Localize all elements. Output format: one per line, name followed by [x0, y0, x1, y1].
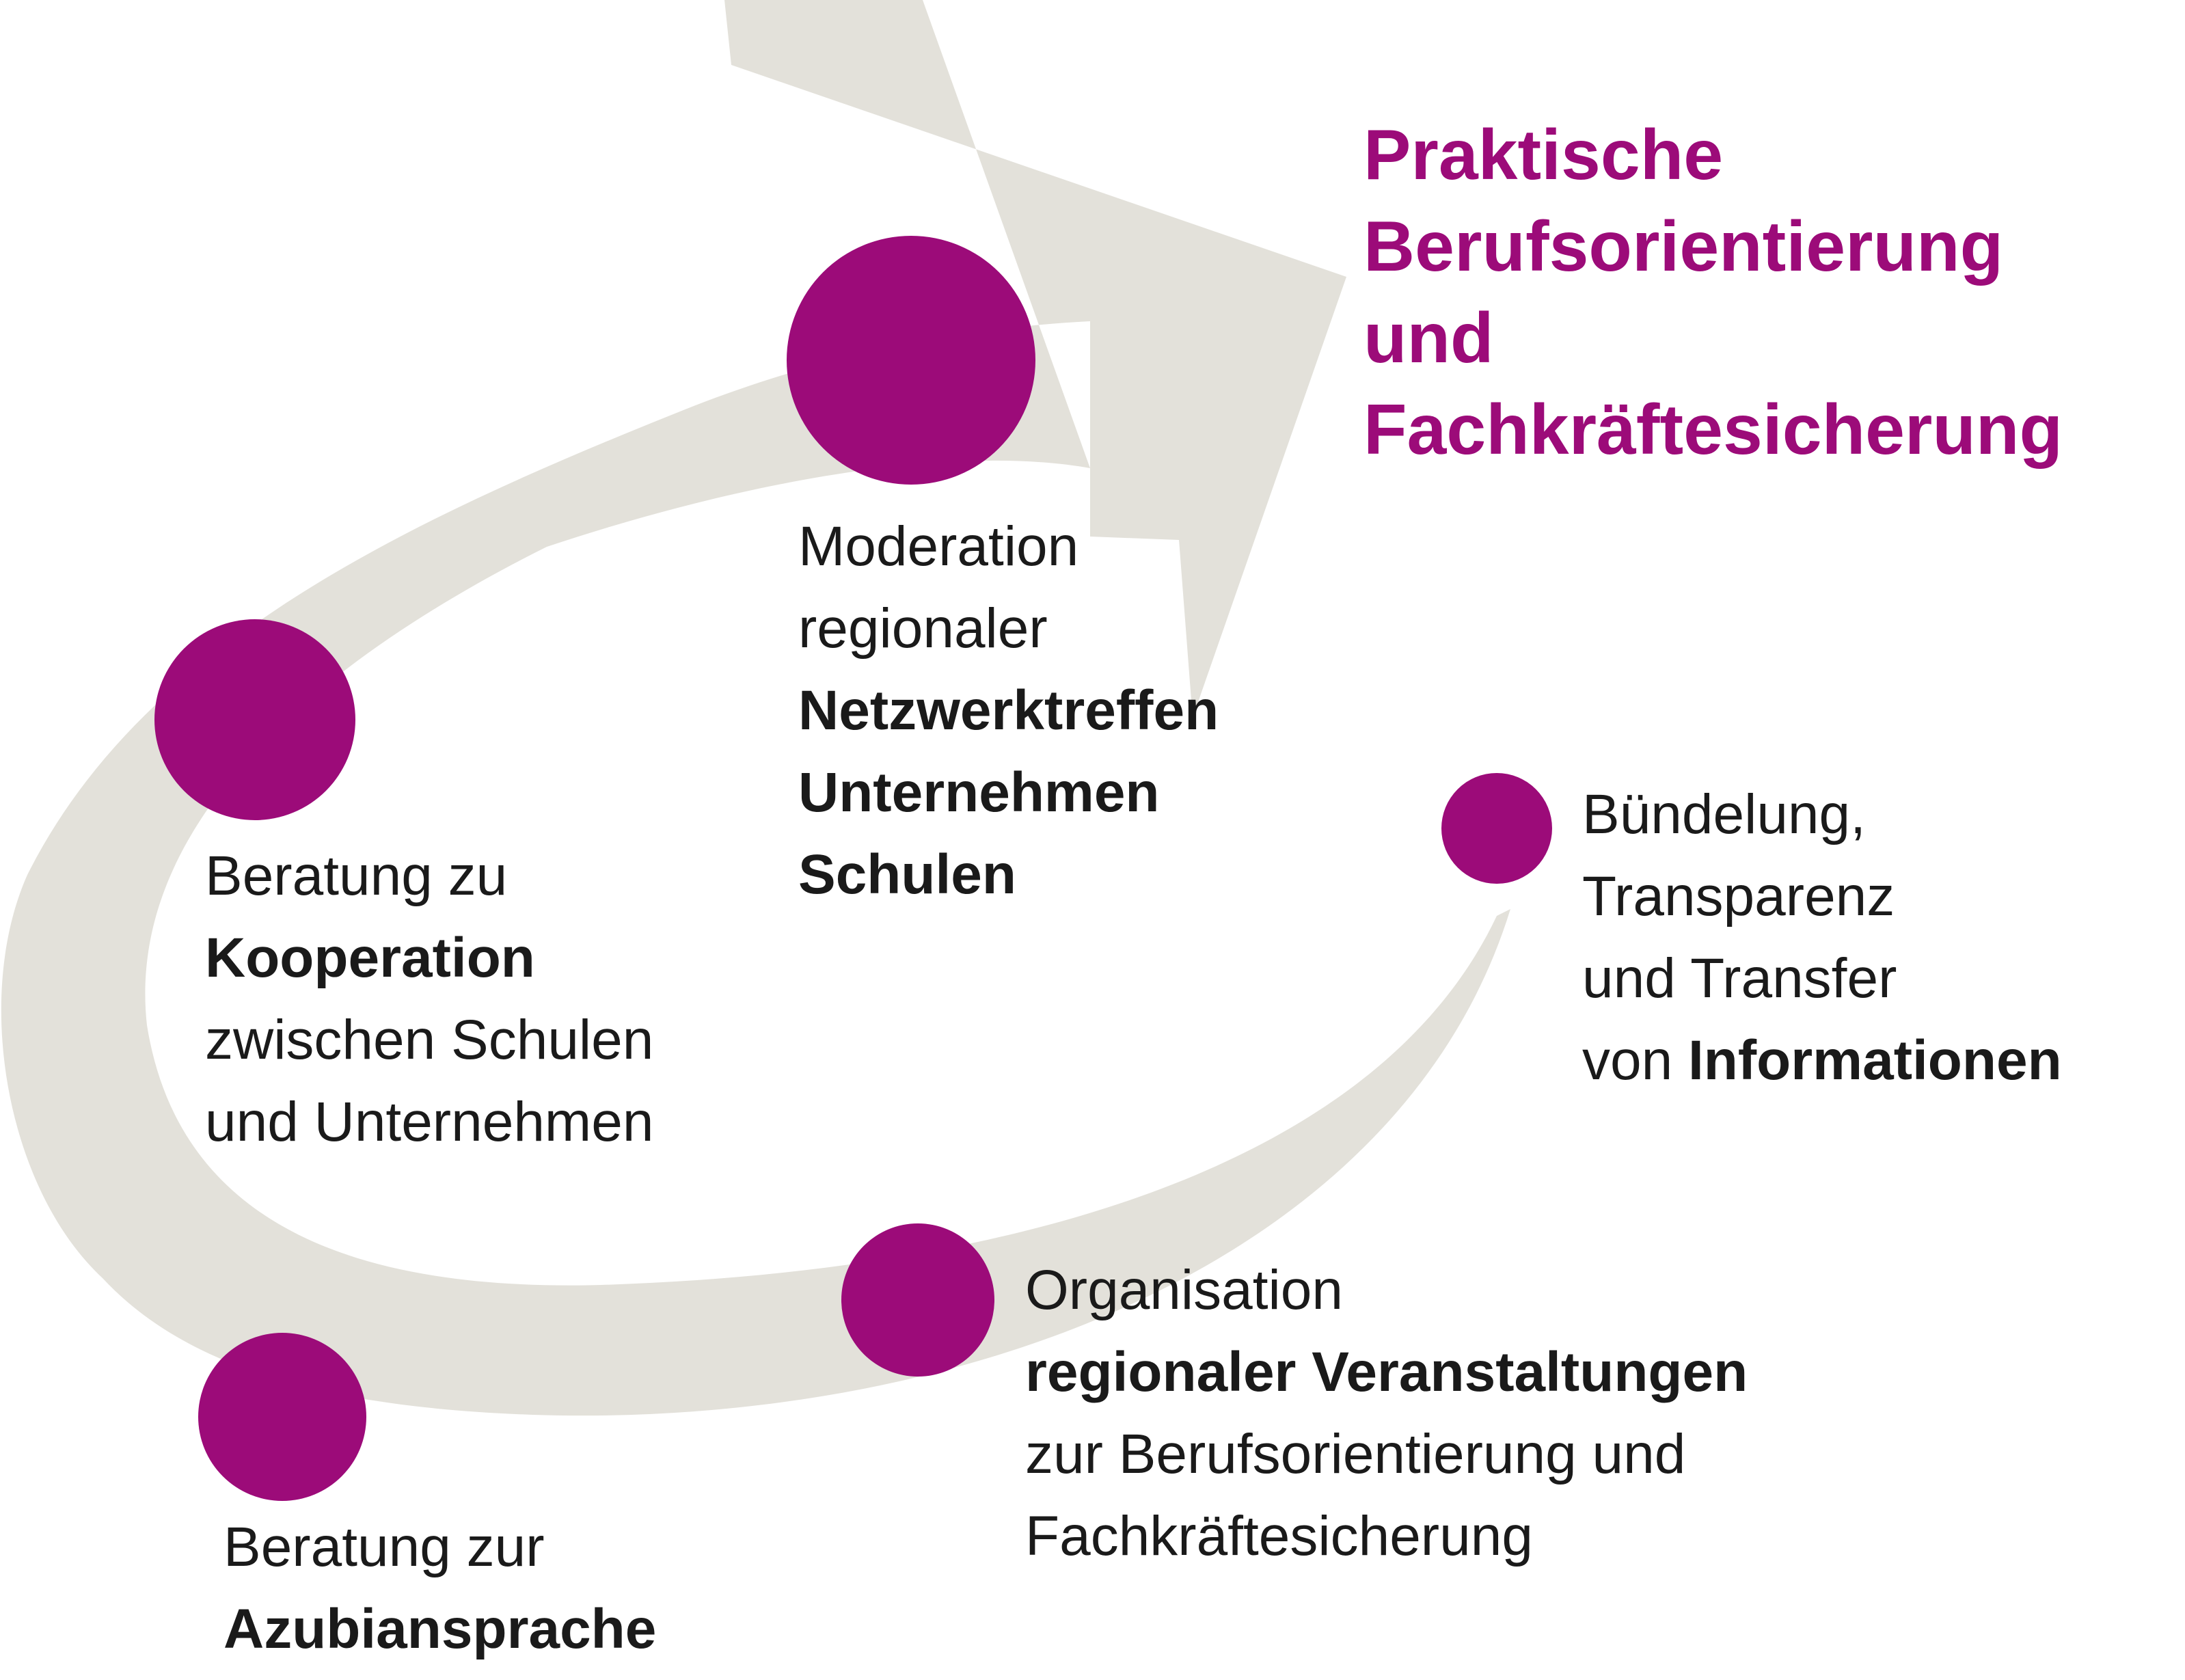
goal-line-4: Fachkräftesicherung	[1363, 390, 2063, 470]
netzwerktreffen-line-1: Moderation	[798, 515, 1079, 578]
informationen-line-4: von Informationen	[1582, 1020, 2062, 1102]
goal-line-2: Berufsorientierung	[1363, 207, 2004, 286]
netzwerktreffen-line-2: regionaler	[798, 597, 1048, 660]
informationen-line-3: und Transfer	[1582, 947, 1897, 1010]
label-azubiansprache: Beratung zur Azubiansprache	[223, 1506, 656, 1670]
node-informationen	[1441, 773, 1552, 884]
node-netzwerktreffen	[787, 236, 1035, 485]
label-netzwerktreffen: Moderation regionaler Netzwerktreffen Un…	[798, 506, 1219, 916]
informationen-line-4b: Informationen	[1688, 1029, 2062, 1092]
kooperation-line-1: Beratung zu	[205, 845, 508, 907]
spiral-arrow-band	[1, 0, 1511, 1416]
netzwerktreffen-line-4: Unternehmen	[798, 761, 1160, 824]
informationen-line-4a: von	[1582, 1029, 1688, 1092]
kooperation-line-4: und Unternehmen	[205, 1091, 654, 1153]
veranstaltungen-line-3: zur Berufsorientierung und	[1025, 1423, 1686, 1485]
label-kooperation: Beratung zu Kooperation zwischen Schulen…	[205, 835, 653, 1163]
netzwerktreffen-line-3: Netzwerktreffen	[798, 679, 1219, 742]
label-informationen: Bündelung, Transparenz und Transfer von …	[1582, 774, 2062, 1102]
label-veranstaltungen: Organisation regionaler Veranstaltungen …	[1025, 1249, 1748, 1577]
goal-heading: Praktische Berufsorientierung und Fachkr…	[1363, 109, 2063, 476]
veranstaltungen-line-2: regionaler Veranstaltungen	[1025, 1341, 1748, 1403]
informationen-line-1: Bündelung,	[1582, 783, 1866, 845]
kooperation-line-2: Kooperation	[205, 927, 535, 989]
kooperation-line-3: zwischen Schulen	[205, 1009, 654, 1071]
informationen-line-2: Transparenz	[1582, 865, 1895, 927]
veranstaltungen-line-1: Organisation	[1025, 1259, 1343, 1321]
node-kooperation	[154, 619, 355, 820]
netzwerktreffen-line-5: Schulen	[798, 843, 1016, 906]
goal-line-3: und	[1363, 299, 1494, 378]
node-veranstaltungen	[841, 1223, 994, 1377]
azubiansprache-line-1: Beratung zur	[223, 1516, 545, 1578]
node-azubiansprache	[198, 1333, 366, 1501]
goal-line-1: Praktische	[1363, 116, 1724, 195]
azubiansprache-line-2: Azubiansprache	[223, 1598, 657, 1660]
veranstaltungen-line-4: Fachkräftesicherung	[1025, 1505, 1533, 1567]
